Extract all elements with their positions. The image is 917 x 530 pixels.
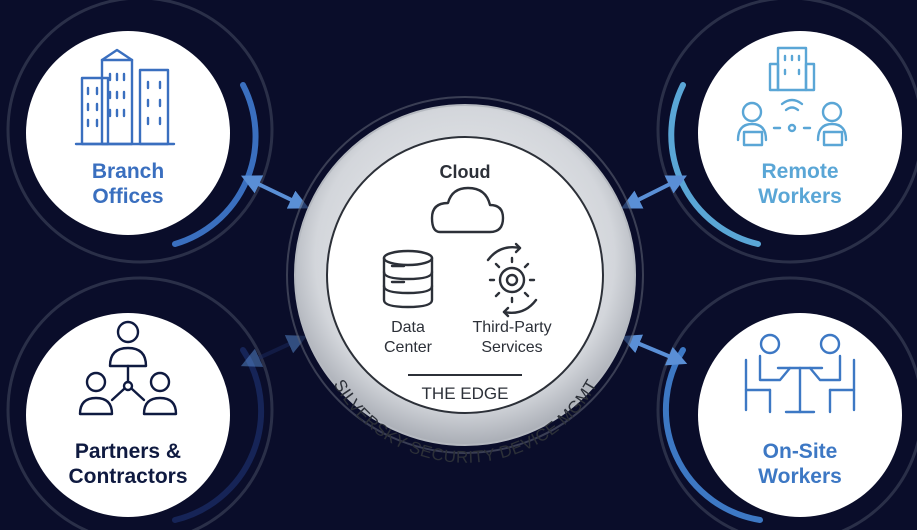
data-center-label-line2: Center [384, 339, 433, 356]
branch-offices-node: Branch Offices [26, 31, 230, 235]
partners-label-line1: Partners & [75, 440, 181, 463]
branch-outer-ring [6, 0, 274, 264]
partners-connector [240, 335, 308, 367]
gear-sync-icon [486, 242, 538, 318]
on-site-workers-node: On-Site Workers [698, 313, 902, 517]
onsite-outer-ring [656, 276, 917, 530]
cloud-icon [430, 186, 505, 234]
meeting-table-icon [744, 333, 856, 414]
the-edge-label: THE EDGE [422, 384, 509, 403]
remote-network-icon [736, 46, 848, 147]
buildings-icon [74, 48, 176, 146]
remote-workers-label-line1: Remote [761, 160, 838, 183]
onsite-connector [620, 334, 688, 366]
partners-contractors-node: Partners & Contractors [26, 313, 230, 517]
cloud-label: Cloud [440, 162, 491, 182]
team-hierarchy-icon [78, 320, 178, 416]
partners-label-line2: Contractors [68, 465, 187, 488]
branch-connector [240, 175, 310, 209]
third-party-label-line1: Third-Party [472, 319, 551, 336]
onsite-arc [662, 347, 763, 523]
center-hub: Cloud Data Center Third-Party Services T… [286, 96, 644, 467]
partners-outer-ring [6, 276, 274, 530]
database-server-icon [382, 249, 434, 309]
third-party-label-line2: Services [481, 339, 542, 356]
on-site-label-line1: On-Site [763, 440, 838, 463]
remote-workers-label-line2: Workers [758, 185, 842, 208]
remote-outer-ring [656, 0, 917, 264]
branch-offices-label-line1: Branch [92, 160, 164, 183]
remote-workers-node: Remote Workers [698, 31, 902, 235]
partners-arc [172, 347, 265, 523]
remote-connector [621, 175, 687, 209]
data-center-label-line1: Data [391, 319, 425, 336]
on-site-label-line2: Workers [758, 465, 842, 488]
branch-offices-label-line2: Offices [92, 185, 163, 208]
